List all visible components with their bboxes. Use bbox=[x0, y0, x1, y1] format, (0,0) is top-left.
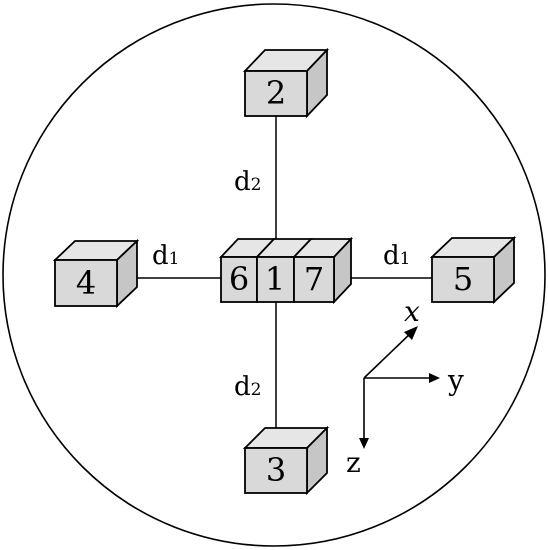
axis-y-label: y bbox=[447, 364, 464, 397]
box-1-label: 1 bbox=[265, 260, 285, 298]
box-7: 7 bbox=[291, 236, 354, 305]
distance-label-d2-top: d2 bbox=[234, 167, 261, 197]
box-4: 4 bbox=[52, 238, 140, 309]
box-3: 3 bbox=[242, 425, 330, 496]
box-2: 2 bbox=[242, 47, 330, 119]
box-3-label: 3 bbox=[266, 451, 286, 489]
box-5: 5 bbox=[429, 235, 517, 305]
axis-z-label: z bbox=[346, 446, 361, 479]
axis-x-arrowhead bbox=[404, 326, 418, 340]
distance-label-d2-bottom: d2 bbox=[234, 372, 261, 402]
box-2-label: 2 bbox=[266, 74, 286, 112]
boundary-circle bbox=[2, 3, 546, 547]
box-7-label: 7 bbox=[304, 260, 324, 298]
box-6-label: 6 bbox=[229, 260, 249, 298]
axis-z-arrowhead bbox=[359, 438, 369, 449]
axis-x-line bbox=[363, 330, 414, 379]
box-4-label: 4 bbox=[76, 264, 96, 302]
distance-label-d1-left: d1 bbox=[152, 241, 179, 271]
box-5-label: 5 bbox=[453, 260, 473, 298]
distance-label-d1-right: d1 bbox=[383, 241, 410, 271]
axis-y-arrowhead bbox=[429, 373, 440, 383]
coordinate-axes: x y z bbox=[346, 295, 464, 479]
axis-x-label: x bbox=[404, 295, 420, 328]
